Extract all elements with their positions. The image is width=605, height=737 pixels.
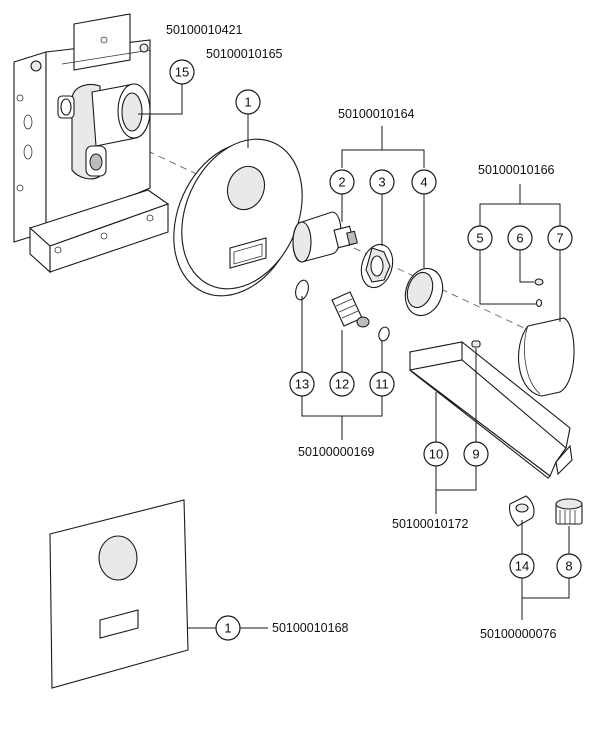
callout-12: 12 — [329, 371, 355, 397]
callout-5: 5 — [467, 225, 493, 251]
aerator-part-8 — [555, 498, 583, 525]
part-code-15: 50100010421 — [166, 23, 243, 37]
part-code-1-bottom: 50100010168 — [272, 621, 349, 635]
svg-text:9: 9 — [472, 447, 479, 462]
cartridge-part-2 — [292, 211, 358, 263]
part-code-5-6-7: 50100010166 — [478, 163, 555, 177]
svg-text:14: 14 — [515, 559, 529, 574]
svg-text:10: 10 — [429, 447, 443, 462]
part-code-9-10: 50100010172 — [392, 517, 469, 531]
washer-part-5 — [535, 298, 543, 308]
svg-text:15: 15 — [175, 65, 189, 80]
callout-6: 6 — [507, 225, 533, 251]
callout-15: 15 — [169, 59, 195, 85]
aerator-key-part-14 — [508, 495, 535, 527]
callout-14: 14 — [509, 553, 535, 579]
svg-text:4: 4 — [420, 175, 427, 190]
part-code-2-3-4: 50100010164 — [338, 107, 415, 121]
svg-text:1: 1 — [224, 621, 231, 636]
spout-part-10 — [408, 341, 573, 479]
callout-3: 3 — [369, 169, 395, 195]
svg-text:13: 13 — [295, 377, 309, 392]
callout-11: 11 — [369, 371, 395, 397]
svg-text:5: 5 — [476, 231, 483, 246]
svg-text:2: 2 — [338, 175, 345, 190]
hex-nut-part-3 — [360, 243, 394, 289]
callout-13: 13 — [289, 371, 315, 397]
callout-4: 4 — [411, 169, 437, 195]
svg-text:3: 3 — [378, 175, 385, 190]
mounting-box-part-15 — [13, 13, 170, 274]
o-ring-part-11 — [378, 326, 390, 342]
leader-lines — [138, 84, 570, 629]
screw-part-6 — [534, 278, 544, 286]
part-code-8-14: 50100000076 — [480, 627, 557, 641]
svg-text:11: 11 — [375, 377, 389, 392]
svg-text:7: 7 — [556, 231, 563, 246]
svg-text:1: 1 — [244, 95, 251, 110]
callout-1-bottom: 1 — [215, 615, 241, 641]
svg-text:12: 12 — [335, 377, 349, 392]
callout-9: 9 — [463, 441, 489, 467]
part-code-11-12-13: 50100000169 — [298, 445, 375, 459]
callout-7: 7 — [547, 225, 573, 251]
part-code-1: 50100010165 — [206, 47, 283, 61]
square-cover-plate-part-1 — [49, 499, 189, 689]
spout-flange-part-7 — [517, 317, 575, 397]
ring-cap-part-4 — [404, 267, 444, 317]
svg-text:8: 8 — [565, 559, 572, 574]
diverter-part-12 — [331, 291, 370, 328]
callout-8: 8 — [556, 553, 582, 579]
svg-text:6: 6 — [516, 231, 523, 246]
callout-2: 2 — [329, 169, 355, 195]
callout-10: 10 — [423, 441, 449, 467]
grub-screw-part-9 — [471, 340, 481, 348]
callout-1-top: 1 — [235, 89, 261, 115]
o-ring-part-13 — [295, 279, 309, 301]
